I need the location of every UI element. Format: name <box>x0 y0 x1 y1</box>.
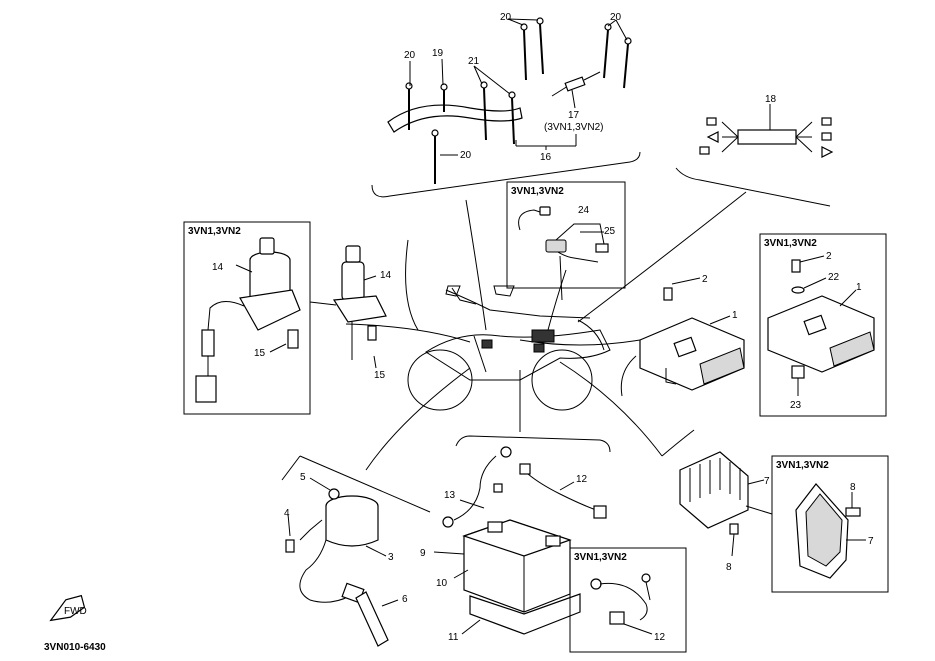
callout-24: 24 <box>578 205 590 216</box>
callout-11: 11 <box>448 632 459 643</box>
callout-8-box: 8 <box>850 482 856 493</box>
callout-14-box: 14 <box>212 262 224 273</box>
battery-group: 12 13 9 10 11 <box>420 435 611 643</box>
terminal-arrow-left <box>706 131 719 143</box>
fwd-arrow-icon: FWD <box>49 594 87 622</box>
mirror <box>493 285 515 297</box>
callout-14: 14 <box>380 270 392 281</box>
ecu-body <box>767 295 875 373</box>
screw-icon <box>663 287 673 301</box>
variant-box-title: 3VN1,3VN2 <box>188 226 241 237</box>
lead-wire <box>518 209 541 231</box>
resistor-body <box>564 76 586 92</box>
box-24-25: 3VN1,3VN2 24 25 <box>506 181 626 289</box>
callout-8: 8 <box>726 562 732 573</box>
callout-1-box: 1 <box>856 282 862 293</box>
screw-icon <box>791 259 801 273</box>
callout-20-top-right: 20 <box>610 12 622 23</box>
bracket-line <box>661 429 695 457</box>
callout-3: 3 <box>388 552 394 563</box>
bracket-line <box>299 455 431 513</box>
grommet-icon <box>791 365 805 379</box>
variant-box-title: 3VN1,3VN2 <box>776 460 829 471</box>
bolt-icon <box>845 507 861 517</box>
bolt-icon <box>285 539 295 553</box>
callout-21: 21 <box>468 56 480 67</box>
harness-group: 20 20 20 20 19 21 17 (3VN1,3VN2) 16 <box>371 12 831 207</box>
callout-22: 22 <box>828 272 840 283</box>
sub-lead-body <box>737 129 797 145</box>
callout-20-top-left: 20 <box>500 12 512 23</box>
callout-12: 12 <box>576 474 588 485</box>
figure-code: 3VN010-6430 <box>44 642 106 653</box>
ignitor-unit-group: 2 1 <box>639 274 745 391</box>
callout-13: 13 <box>444 490 456 501</box>
variant-box-frame <box>506 181 626 289</box>
resistor-part <box>545 239 567 253</box>
front-wheel <box>407 349 473 411</box>
main-switch-alt: 14 15 <box>332 245 392 381</box>
callout-6: 6 <box>402 594 408 605</box>
callout-10: 10 <box>436 578 448 589</box>
terminal-arrow-right <box>821 146 834 158</box>
callout-15: 15 <box>374 370 386 381</box>
callout-17: 17 <box>568 110 580 121</box>
battery-terminal <box>487 521 503 533</box>
fwd-label: FWD <box>64 606 87 617</box>
callout-4: 4 <box>284 508 290 519</box>
bolt-icon <box>729 523 739 535</box>
top-bracket-line <box>371 151 641 198</box>
connector-terminal <box>706 117 717 126</box>
callout-25: 25 <box>604 226 616 237</box>
box-rectifier: 3VN1,3VN2 8 7 <box>771 455 889 593</box>
rectifier-group: 7 8 <box>661 429 773 573</box>
motorcycle-outline <box>345 191 747 471</box>
callout-2: 2 <box>702 274 708 285</box>
box-ecu: 3VN1,3VN2 2 22 1 23 <box>759 233 887 417</box>
box-main-switch: 3VN1,3VN2 14 15 <box>183 221 337 415</box>
key-icon <box>345 245 361 263</box>
battery-pad <box>469 593 581 635</box>
callout-23: 23 <box>790 400 802 411</box>
bolt-icon <box>287 329 299 349</box>
callout-2-box: 2 <box>826 251 832 262</box>
cable-tie-icons <box>405 17 632 184</box>
callout-1: 1 <box>732 310 738 321</box>
nut-icon <box>328 488 340 500</box>
ignition-coil-group: 5 4 3 6 <box>281 455 431 647</box>
callout-15-box: 15 <box>254 348 266 359</box>
callout-curve-left <box>405 239 419 331</box>
top-right-bracket-line <box>675 167 831 207</box>
fuse-holder <box>609 611 625 625</box>
resistor-lead-wire <box>551 85 569 97</box>
variant-box-title: 3VN1,3VN2 <box>574 552 627 563</box>
key-icon <box>259 237 275 255</box>
variant-box-title: 3VN1,3VN2 <box>764 238 817 249</box>
box-battery-lead: 3VN1,3VN2 12 <box>569 547 687 653</box>
bracket-line <box>455 435 611 453</box>
callout-5: 5 <box>300 472 306 483</box>
sub-lead-group: 18 <box>699 94 834 158</box>
ignition-coil-body <box>325 506 379 547</box>
callout-9: 9 <box>420 548 426 559</box>
ecu-location <box>531 329 555 343</box>
callout-17-variant-note: (3VN1,3VN2) <box>544 122 603 133</box>
washer-icon <box>791 286 805 294</box>
callout-19: 19 <box>432 48 444 59</box>
bolt-icon <box>367 325 377 341</box>
callout-20-left: 20 <box>404 50 416 61</box>
wire-harness-band <box>387 104 523 133</box>
callout-7: 7 <box>764 476 770 487</box>
callout-16: 16 <box>540 152 552 163</box>
callout-12-box: 12 <box>654 632 666 643</box>
coupler <box>195 375 217 403</box>
rectifier-body <box>679 451 749 529</box>
callout-20-bottom: 20 <box>460 150 472 161</box>
callout-18: 18 <box>765 94 777 105</box>
variant-box-title: 3VN1,3VN2 <box>511 186 564 197</box>
rear-wheel <box>531 349 593 411</box>
main-switch-body <box>341 261 365 301</box>
callout-7-box: 7 <box>868 536 874 547</box>
